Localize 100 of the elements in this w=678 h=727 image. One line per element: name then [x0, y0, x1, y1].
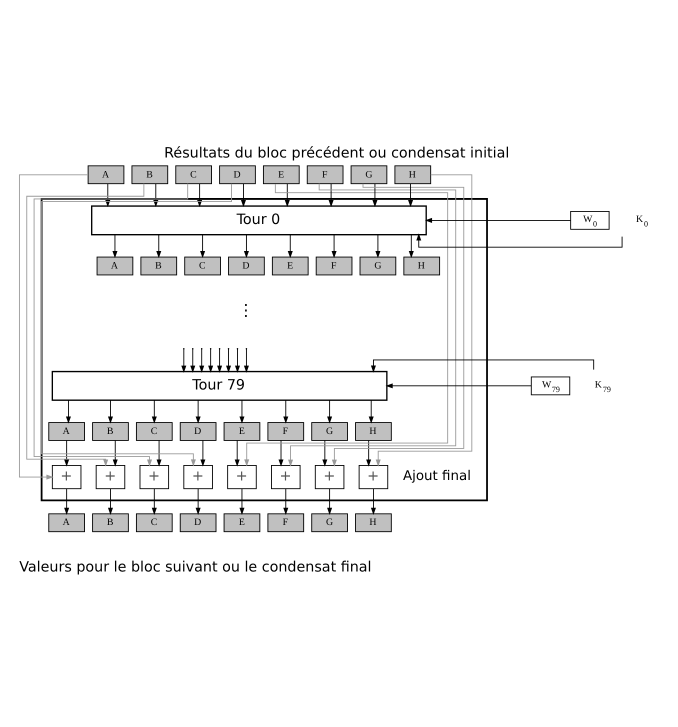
arrow	[408, 184, 414, 208]
arrow	[200, 440, 206, 467]
arrow	[226, 348, 232, 373]
node-box: F	[267, 422, 304, 441]
node-box: D	[180, 513, 216, 532]
arrow	[208, 348, 214, 373]
node-box: E	[272, 256, 309, 276]
node-box: +	[52, 465, 82, 490]
arrow	[239, 488, 244, 515]
arrow	[40, 183, 232, 467]
node-box: D	[219, 165, 256, 184]
arrow	[408, 234, 414, 258]
node-box: +	[96, 465, 126, 490]
node-box: A	[88, 165, 124, 184]
arrow	[200, 234, 206, 258]
node-box: F	[306, 165, 344, 184]
node-box: C	[184, 256, 221, 276]
arrow	[190, 348, 196, 373]
node-box: H	[403, 256, 440, 276]
node-box: +	[183, 465, 213, 490]
node-box: B	[132, 165, 168, 184]
node-box: G	[350, 165, 388, 184]
node-box: C	[136, 422, 173, 441]
arrow	[327, 488, 332, 515]
arrow	[217, 348, 222, 373]
arrow	[152, 488, 157, 515]
arrow	[66, 400, 71, 424]
arrow	[332, 183, 464, 467]
node-box: A	[96, 256, 134, 276]
arrow	[34, 183, 188, 467]
node-box: D	[228, 256, 265, 276]
arrow	[196, 400, 201, 424]
node-box: E	[262, 165, 300, 184]
arrow	[332, 234, 337, 258]
arrow	[156, 234, 162, 258]
arrow	[283, 400, 288, 424]
arrow	[112, 234, 118, 258]
node-text: K$_{79}$	[594, 379, 611, 394]
node-box: +	[140, 465, 170, 490]
diagram-title: Résultats du bloc précédent ou condensat initial	[164, 146, 510, 162]
arrow	[244, 348, 249, 373]
arrow	[278, 440, 284, 467]
arrow	[288, 234, 293, 258]
node-box: W$_{79}$	[530, 376, 570, 396]
node-box: F	[267, 513, 304, 532]
node-box: G	[311, 513, 348, 532]
arrow	[64, 440, 70, 467]
arrow	[26, 183, 144, 467]
arrow	[283, 488, 288, 515]
node-box: Tour 0	[91, 205, 427, 236]
arrow	[244, 234, 249, 258]
arrow	[239, 400, 244, 424]
arrow	[234, 440, 240, 467]
label: Ajout final	[402, 469, 471, 484]
node-box: D	[180, 422, 216, 441]
arrow	[112, 440, 118, 467]
node-box: +	[227, 465, 257, 490]
node-box: B	[92, 513, 129, 532]
node-text: K$_{0}$	[636, 214, 648, 228]
node-box: E	[224, 422, 260, 441]
arrow	[366, 440, 372, 467]
arrow	[372, 184, 378, 208]
node-box: B	[140, 256, 178, 276]
node-box: Tour 79	[52, 370, 388, 401]
arrow	[64, 488, 70, 515]
arrow	[424, 218, 571, 223]
arrow	[196, 488, 201, 515]
node-box: +	[358, 465, 388, 490]
arrow	[199, 348, 204, 373]
node-box: W$_{0}$	[570, 211, 610, 230]
arrow	[284, 184, 290, 208]
node-box: C	[175, 165, 212, 184]
arrow	[370, 488, 376, 515]
arrow	[181, 348, 186, 373]
node-box: A	[48, 422, 85, 441]
node-box: H	[355, 513, 392, 532]
node-box: B	[92, 422, 129, 441]
node-box: A	[48, 513, 85, 532]
arrow	[322, 440, 328, 467]
arrow	[152, 400, 157, 424]
node-box: F	[316, 256, 352, 276]
node-box: H	[355, 422, 392, 441]
arrow	[18, 174, 88, 480]
arrow	[288, 183, 456, 467]
arrow	[327, 400, 332, 424]
arrow	[234, 348, 240, 373]
node-box: G	[311, 422, 348, 441]
arrow	[375, 234, 380, 258]
caption: Valeurs pour le bloc suivant ou le condensat final	[19, 560, 372, 576]
label: ⋮	[238, 300, 254, 320]
node-box: E	[224, 513, 260, 532]
arrow	[328, 184, 334, 208]
arrow	[368, 400, 374, 424]
arrow	[108, 400, 113, 424]
arrow	[156, 440, 162, 467]
arrow	[386, 383, 532, 388]
node-box: +	[271, 465, 301, 490]
arrow	[244, 184, 448, 467]
node-box: +	[314, 465, 344, 490]
arrow	[108, 488, 113, 515]
